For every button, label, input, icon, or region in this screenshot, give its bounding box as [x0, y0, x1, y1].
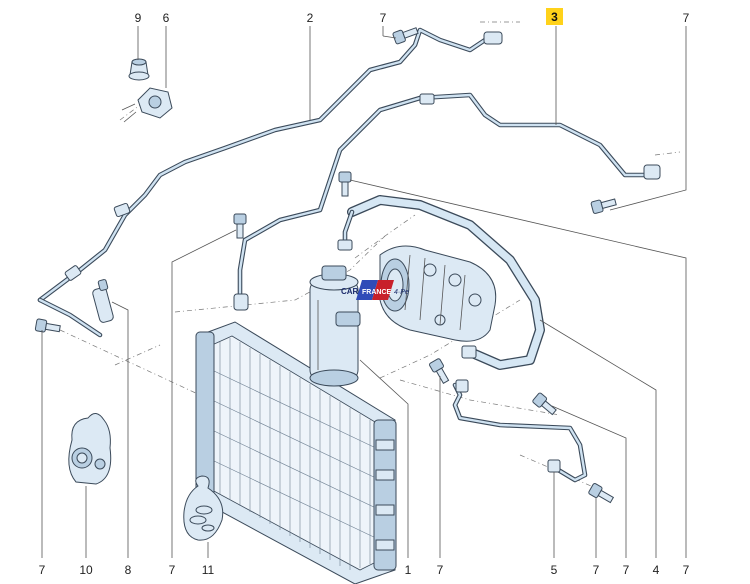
bolt-center-top — [338, 171, 352, 197]
callout-7-bottom-4: 7 — [593, 563, 600, 577]
clip-6 — [121, 87, 173, 123]
bolt-bottom-right — [588, 483, 615, 504]
hose-4 — [337, 195, 545, 370]
receiver-drier — [309, 265, 361, 387]
callout-3: 3 — [551, 10, 558, 24]
callout-7-bottom-2: 7 — [169, 563, 176, 577]
callout-3-highlight — [546, 8, 563, 25]
condenser-fins — [211, 338, 381, 570]
bolt-center-left — [233, 213, 247, 239]
callout-7-top-left: 7 — [380, 11, 387, 25]
svg-text:CAR: CAR — [341, 287, 359, 296]
oring-bag-11 — [183, 475, 224, 541]
callout-7-bottom-1: 7 — [39, 563, 46, 577]
callout-7-bottom-6: 7 — [683, 563, 690, 577]
bolt-left — [34, 318, 61, 333]
bolt-right-top — [590, 198, 617, 214]
nut-9 — [128, 58, 150, 81]
callout-1: 1 — [405, 563, 412, 577]
bolts — [34, 27, 617, 504]
carfrance-watermark: CAR FRANCE 4·Pe — [341, 280, 409, 300]
pipe-5 — [452, 379, 588, 483]
compressor — [379, 245, 497, 342]
pipe-3 — [233, 92, 661, 311]
valve-8 — [92, 279, 114, 323]
callout-5: 5 — [551, 563, 558, 577]
svg-text:4·Pe: 4·Pe — [394, 289, 409, 296]
bolt-lower-right — [532, 392, 557, 416]
callout-7-bottom-3: 7 — [437, 563, 444, 577]
callout-9: 9 — [135, 11, 142, 25]
seal-bag-10 — [68, 413, 112, 485]
callout-7-top-right: 7 — [683, 11, 690, 25]
bolt-top-left — [392, 27, 419, 45]
condenser — [195, 321, 397, 584]
callout-8: 8 — [125, 563, 132, 577]
callout-7-bottom-5: 7 — [623, 563, 630, 577]
callout-6: 6 — [163, 11, 170, 25]
callout-10: 10 — [79, 563, 93, 577]
callout-4: 4 — [653, 563, 660, 577]
callout-labels: 9 6 2 7 3 7 7 10 8 7 11 1 7 5 7 7 4 7 — [39, 8, 690, 577]
callout-11: 11 — [202, 563, 215, 577]
svg-text:FRANCE: FRANCE — [362, 289, 391, 296]
callout-2: 2 — [307, 11, 314, 25]
leader-lines — [41, 26, 687, 558]
pipe-2 — [37, 27, 503, 338]
